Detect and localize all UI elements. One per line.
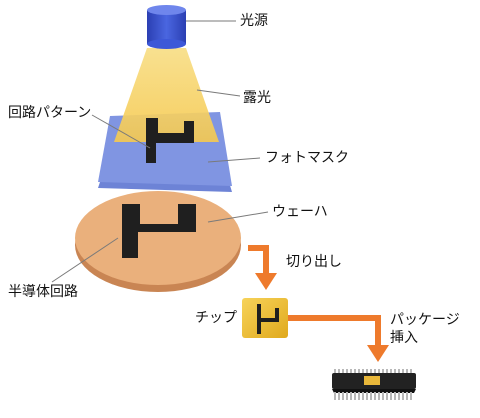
leader-exposure (196, 89, 241, 97)
package-pins-bottom (334, 392, 412, 400)
package-pin (346, 369, 348, 374)
light-source-body (147, 10, 186, 44)
wafer-circuit-pattern (122, 204, 196, 258)
package-pin (362, 369, 364, 374)
chip-icon (242, 298, 288, 338)
package-pin (386, 369, 388, 374)
mask-circuit-pattern (146, 118, 194, 163)
package-pin (342, 392, 344, 400)
package-arrow-head (367, 345, 389, 362)
label-circuit-pattern: 回路パターン (8, 105, 92, 121)
package-pin (378, 369, 380, 374)
package-pin (366, 392, 368, 400)
package-pin (338, 392, 340, 400)
package-pin (354, 369, 356, 374)
leader-lines (51, 20, 269, 283)
leader-semiconductor-circuit (51, 237, 119, 283)
package-pin (406, 369, 408, 374)
package-pin (398, 392, 400, 400)
package-pin (406, 392, 408, 400)
package-pin (382, 369, 384, 374)
package-pin (358, 392, 360, 400)
dicing-arrow-head (255, 273, 277, 290)
wafer-surface (75, 191, 241, 285)
package-pin (338, 369, 340, 374)
package-pin (390, 392, 392, 400)
package-pin (334, 392, 336, 400)
package-pin (366, 369, 368, 374)
package-pin (334, 369, 336, 374)
label-semiconductor-circuit: 半導体回路 (8, 284, 78, 300)
light-source-bottom (147, 39, 186, 49)
dicing-arrow-shaft (248, 245, 269, 276)
package-pin (362, 392, 364, 400)
package-pin (370, 369, 372, 374)
package-pin (394, 369, 396, 374)
light-source-top (147, 5, 186, 15)
label-package-insertion-2: 挿入 (390, 330, 418, 346)
package-pin (354, 392, 356, 400)
leader-wafer (207, 211, 269, 223)
wafer (75, 191, 241, 292)
package-pin (370, 392, 372, 400)
package-arrow-shaft (288, 315, 381, 348)
package-icon (332, 369, 416, 400)
package-pins-top (334, 369, 412, 374)
package-pin (394, 392, 396, 400)
exposure-light-cone (114, 48, 219, 142)
package-pin (390, 369, 392, 374)
package-pin (374, 392, 376, 400)
label-chip: チップ (195, 310, 237, 326)
light-source-icon (147, 5, 186, 49)
package-pin (346, 392, 348, 400)
package-mark (364, 376, 380, 385)
package-pin (386, 392, 388, 400)
package-pin (378, 392, 380, 400)
package-pin (350, 392, 352, 400)
package-pin (374, 369, 376, 374)
package-pin (402, 392, 404, 400)
arrows (248, 245, 389, 362)
label-package-insertion-1: パッケージ (390, 312, 460, 328)
package-pin (410, 392, 412, 400)
package-pin (398, 369, 400, 374)
package-pin (358, 369, 360, 374)
label-wafer: ウェーハ (272, 204, 328, 220)
leader-photomask (207, 157, 261, 163)
package-pin (410, 369, 412, 374)
label-exposure: 露光 (243, 90, 271, 106)
package-pin (402, 369, 404, 374)
leader-circuit-pattern (91, 114, 151, 149)
label-dicing: 切り出し (286, 254, 342, 270)
package-pin (350, 369, 352, 374)
package-pin (382, 392, 384, 400)
label-photomask: フォトマスク (265, 150, 349, 166)
label-light-source: 光源 (240, 13, 268, 29)
chip-circuit-pattern (257, 304, 279, 334)
package-pin (342, 369, 344, 374)
